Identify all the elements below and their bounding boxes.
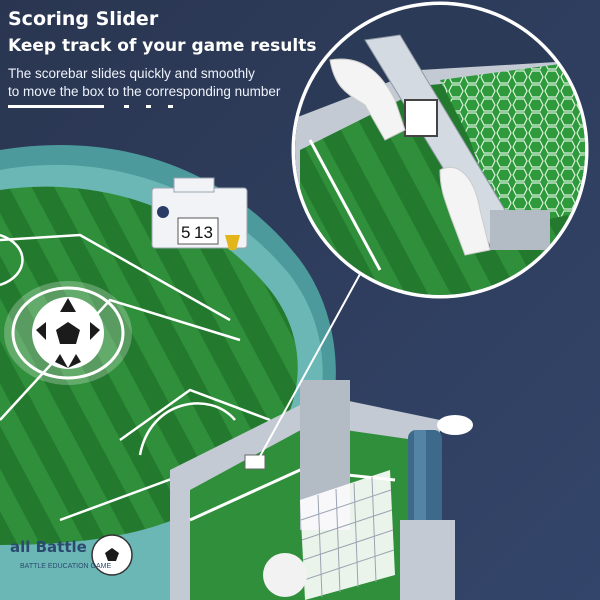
launcher-handle bbox=[400, 415, 473, 600]
pitch-lines bbox=[0, 233, 271, 522]
divider-dot bbox=[146, 105, 151, 108]
divider-dot bbox=[124, 105, 129, 108]
description-line-1: The scorebar slides quickly and smoothly bbox=[8, 66, 255, 81]
divider-dot bbox=[168, 105, 173, 108]
headline: Scoring Slider bbox=[8, 8, 159, 30]
board-label: all Battle bbox=[10, 538, 87, 556]
board-logo bbox=[91, 534, 133, 576]
divider-bar bbox=[8, 105, 104, 108]
tagline: Keep track of your game results bbox=[8, 36, 317, 56]
board-sublabel: BATTLE EDUCATION GAME bbox=[20, 563, 111, 570]
goal-net bbox=[300, 470, 395, 600]
callout-line bbox=[257, 264, 366, 461]
description-line-2: to move the box to the corresponding num… bbox=[8, 84, 281, 99]
score-away: 13 bbox=[194, 223, 213, 242]
score-slider-marker bbox=[244, 454, 266, 470]
score-home: 5 bbox=[181, 223, 190, 242]
zoom-detail bbox=[291, 1, 589, 299]
scoreboard bbox=[151, 177, 248, 250]
ball bbox=[263, 553, 307, 597]
football-logo bbox=[4, 281, 132, 385]
